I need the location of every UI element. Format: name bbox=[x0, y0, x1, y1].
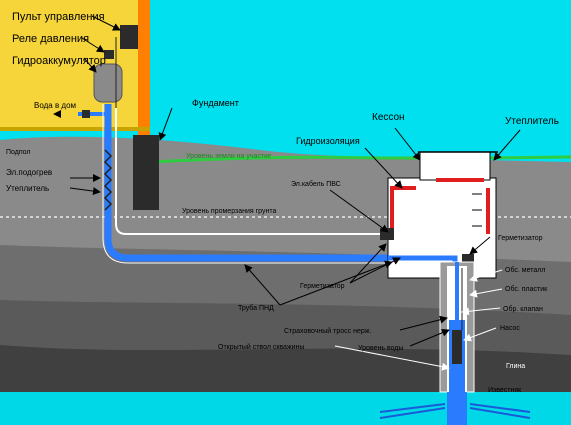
label-insulation-left: Утеплитель bbox=[6, 184, 49, 193]
main-pipe-outline bbox=[102, 104, 445, 264]
label-sealer-top: Герметизатор bbox=[498, 235, 543, 242]
arrow-icon bbox=[244, 264, 281, 306]
house-post bbox=[138, 0, 150, 135]
label-casing-plastic: Обс. пластик bbox=[505, 285, 548, 293]
valve-icon bbox=[82, 110, 90, 118]
arrow-icon bbox=[69, 187, 101, 196]
label-clay: Глина bbox=[506, 363, 525, 370]
arrow-icon bbox=[469, 236, 491, 255]
label-sealer-bottom: Герметизатор bbox=[300, 283, 345, 290]
foundation-block bbox=[133, 135, 159, 210]
grass-line-right bbox=[489, 155, 571, 160]
house-floor bbox=[0, 127, 150, 131]
label-pressure-relay: Реле давления bbox=[12, 33, 89, 45]
label-accumulator: Гидроаккумулятор bbox=[12, 55, 106, 67]
label-pipe-pnd: Труба ПНД bbox=[238, 304, 274, 312]
caisson-pipe bbox=[388, 255, 458, 262]
label-caisson: Кессон bbox=[372, 112, 405, 123]
label-heating-cable: Эл.подогрев bbox=[6, 168, 52, 177]
label-waterproofing: Гидроизоляция bbox=[296, 136, 360, 146]
arrow-icon bbox=[349, 243, 387, 284]
arrow-icon bbox=[493, 129, 521, 161]
label-underground: Подпол bbox=[6, 149, 30, 156]
arrow-icon bbox=[329, 189, 389, 233]
sealer-block bbox=[380, 228, 394, 240]
arrow-icon bbox=[469, 288, 503, 298]
caisson-insulation bbox=[390, 186, 416, 232]
label-limestone: Известняк bbox=[488, 387, 522, 394]
caisson-neck bbox=[419, 151, 491, 181]
arrow-icon bbox=[463, 327, 497, 342]
arrow-icon bbox=[364, 147, 403, 189]
label-power-cable: Эл.кабель ПВС bbox=[291, 180, 341, 188]
label-foundation: Фундамент bbox=[192, 98, 239, 108]
label-casing-metal: Обс. металл bbox=[505, 266, 545, 274]
heating-spiral bbox=[103, 149, 113, 211]
arrow-icon bbox=[81, 37, 105, 53]
label-safety-rope: Страховочный тросс нерж. bbox=[284, 327, 371, 335]
label-freezing-level: Уровень промерзания грунта bbox=[182, 208, 276, 215]
arrow-icon bbox=[409, 328, 450, 347]
arrow-icon bbox=[279, 260, 393, 306]
arrow-icon bbox=[399, 315, 448, 331]
clay-dark-layer bbox=[0, 345, 571, 392]
arrow-icon bbox=[158, 107, 173, 141]
label-insulation-right: Утеплитель bbox=[505, 116, 559, 127]
limestone-layer bbox=[0, 392, 571, 425]
arrow-icon bbox=[83, 57, 97, 73]
arrow-icon bbox=[469, 269, 503, 282]
inflow-arrows bbox=[379, 403, 531, 419]
sealer-block-2 bbox=[462, 254, 474, 264]
cable-line bbox=[115, 108, 402, 235]
label-pump: Насос bbox=[500, 325, 520, 332]
control-box-icon bbox=[120, 25, 138, 49]
relay-icon bbox=[104, 50, 114, 59]
open-borehole bbox=[447, 392, 467, 425]
accumulator-icon bbox=[93, 63, 123, 103]
arrow-icon bbox=[334, 345, 450, 371]
grass-line bbox=[149, 155, 420, 164]
arrow-icon bbox=[461, 307, 501, 316]
label-water-to-house: Вода в дом bbox=[34, 101, 76, 110]
arrow-icon bbox=[394, 127, 421, 161]
label-water-level: Уровень воды bbox=[358, 345, 403, 352]
arrow-icon bbox=[91, 15, 121, 31]
label-ground-level: Уровень земли на участке bbox=[186, 153, 271, 160]
label-check-valve: Обр. клапан bbox=[503, 305, 543, 313]
main-pipe-vertical bbox=[104, 104, 445, 262]
label-control-panel: Пульт управления bbox=[12, 11, 105, 23]
label-open-borehole: Открытый ствол скважины bbox=[218, 343, 304, 351]
pump-icon bbox=[452, 330, 462, 364]
